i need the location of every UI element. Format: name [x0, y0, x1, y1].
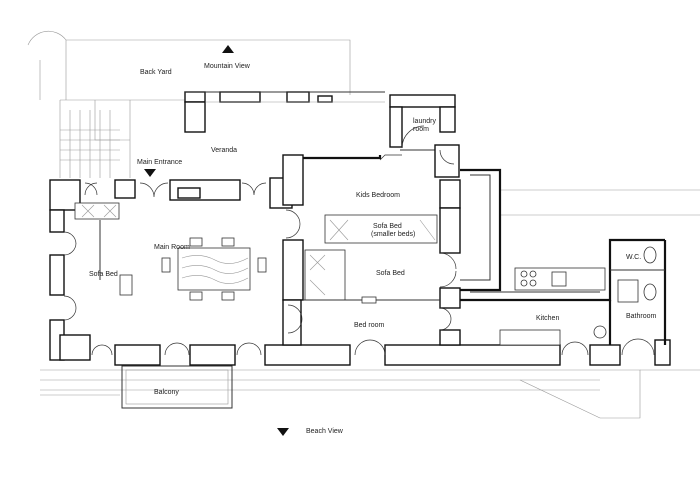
main-room-furniture [74, 202, 267, 301]
label-laundry-2: room [413, 126, 429, 133]
label-sofa-bed-left: Sofa Bed [89, 271, 118, 278]
balcony-outline [121, 365, 233, 409]
label-main-room: Main Room [154, 244, 190, 251]
label-wc: W.C. [626, 254, 641, 261]
label-main-entrance: Main Entrance [137, 159, 182, 166]
label-sofa-bed-small-1: Sofa Bed [373, 223, 402, 230]
north-arrow-icon [222, 45, 234, 53]
label-kitchen: Kitchen [536, 315, 559, 322]
label-sofa-bed-right: Sofa Bed [376, 270, 405, 277]
laundry-room [379, 94, 456, 161]
label-sofa-bed-small-2: (smaller beds) [371, 231, 415, 238]
veranda-walls [184, 91, 385, 133]
label-back-yard: Back Yard [140, 69, 172, 76]
label-mountain-view: Mountain View [204, 63, 251, 70]
kitchen-bath-fixtures [499, 246, 665, 346]
bedroom-furniture [303, 214, 440, 304]
label-laundry-1: laundry [413, 118, 436, 125]
label-bed-room: Bed room [354, 322, 385, 329]
label-kids-bedroom: Kids Bedroom [356, 192, 400, 199]
doors-windows [63, 149, 655, 356]
entrance-arrow-icon [144, 169, 156, 177]
beach-arrow-icon [277, 428, 289, 436]
main-walls [49, 144, 671, 366]
label-veranda: Veranda [211, 147, 237, 154]
label-bathroom: Bathroom [626, 313, 657, 320]
label-beach-view: Beach View [306, 428, 344, 435]
label-balcony: Balcony [154, 389, 179, 396]
